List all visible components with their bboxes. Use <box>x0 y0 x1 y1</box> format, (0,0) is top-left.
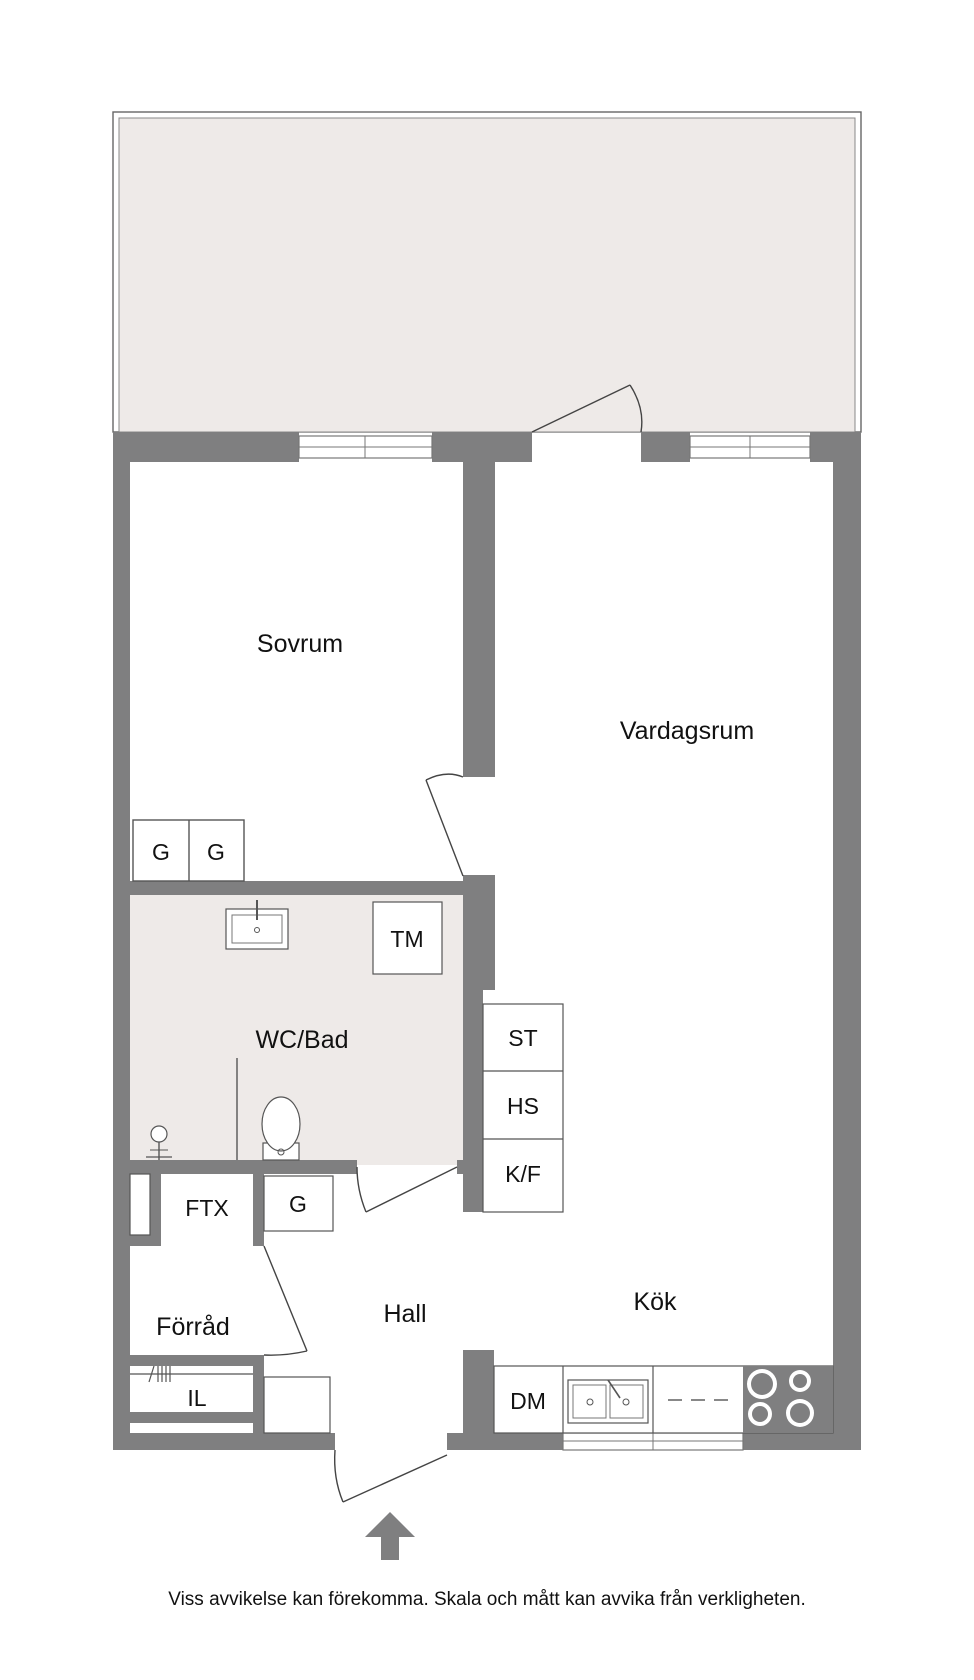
storage-shelf <box>129 1173 151 1236</box>
room-label-wc-bad: WC/Bad <box>255 1026 348 1054</box>
interior-walls <box>130 462 563 1433</box>
kitchen-appliance-column <box>482 1003 564 1213</box>
label-freezer: ST <box>508 1025 537 1051</box>
label-wardrobe-hall: G <box>289 1191 307 1217</box>
hall-wardrobe-box <box>263 1175 334 1232</box>
bedroom-wardrobes <box>132 819 245 882</box>
disclaimer-text: Viss avvikelse kan förekomma. Skala och … <box>168 1589 806 1610</box>
label-wardrobe-2: G <box>207 839 225 865</box>
toilet-icon <box>261 1096 301 1161</box>
label-dishwasher: DM <box>510 1388 546 1414</box>
balcony <box>112 111 862 433</box>
label-il: IL <box>187 1385 206 1411</box>
room-label-kok: Kök <box>633 1288 677 1316</box>
room-label-hall: Hall <box>383 1300 426 1328</box>
stove-icon <box>743 1366 833 1433</box>
room-label-sovrum: Sovrum <box>257 630 343 658</box>
label-washing-machine: TM <box>390 926 423 952</box>
outer-walls <box>113 432 861 1450</box>
label-tall-cabinet: HS <box>507 1093 539 1119</box>
label-fridge-freezer: K/F <box>505 1161 541 1187</box>
radiator-icon <box>148 1365 171 1383</box>
doors <box>263 384 643 1503</box>
sink-icon <box>567 1379 649 1424</box>
hall-shelf <box>263 1376 331 1434</box>
label-ftx: FTX <box>185 1195 228 1221</box>
washbasin-icon <box>225 900 289 950</box>
entrance-arrow-icon <box>365 1512 415 1560</box>
windows <box>298 435 811 1451</box>
washing-machine-box <box>372 901 443 975</box>
room-label-vardagsrum: Vardagsrum <box>620 717 754 745</box>
label-wardrobe-1: G <box>152 839 170 865</box>
room-label-forrad: Förråd <box>156 1313 230 1341</box>
shower-icon <box>146 1125 172 1160</box>
